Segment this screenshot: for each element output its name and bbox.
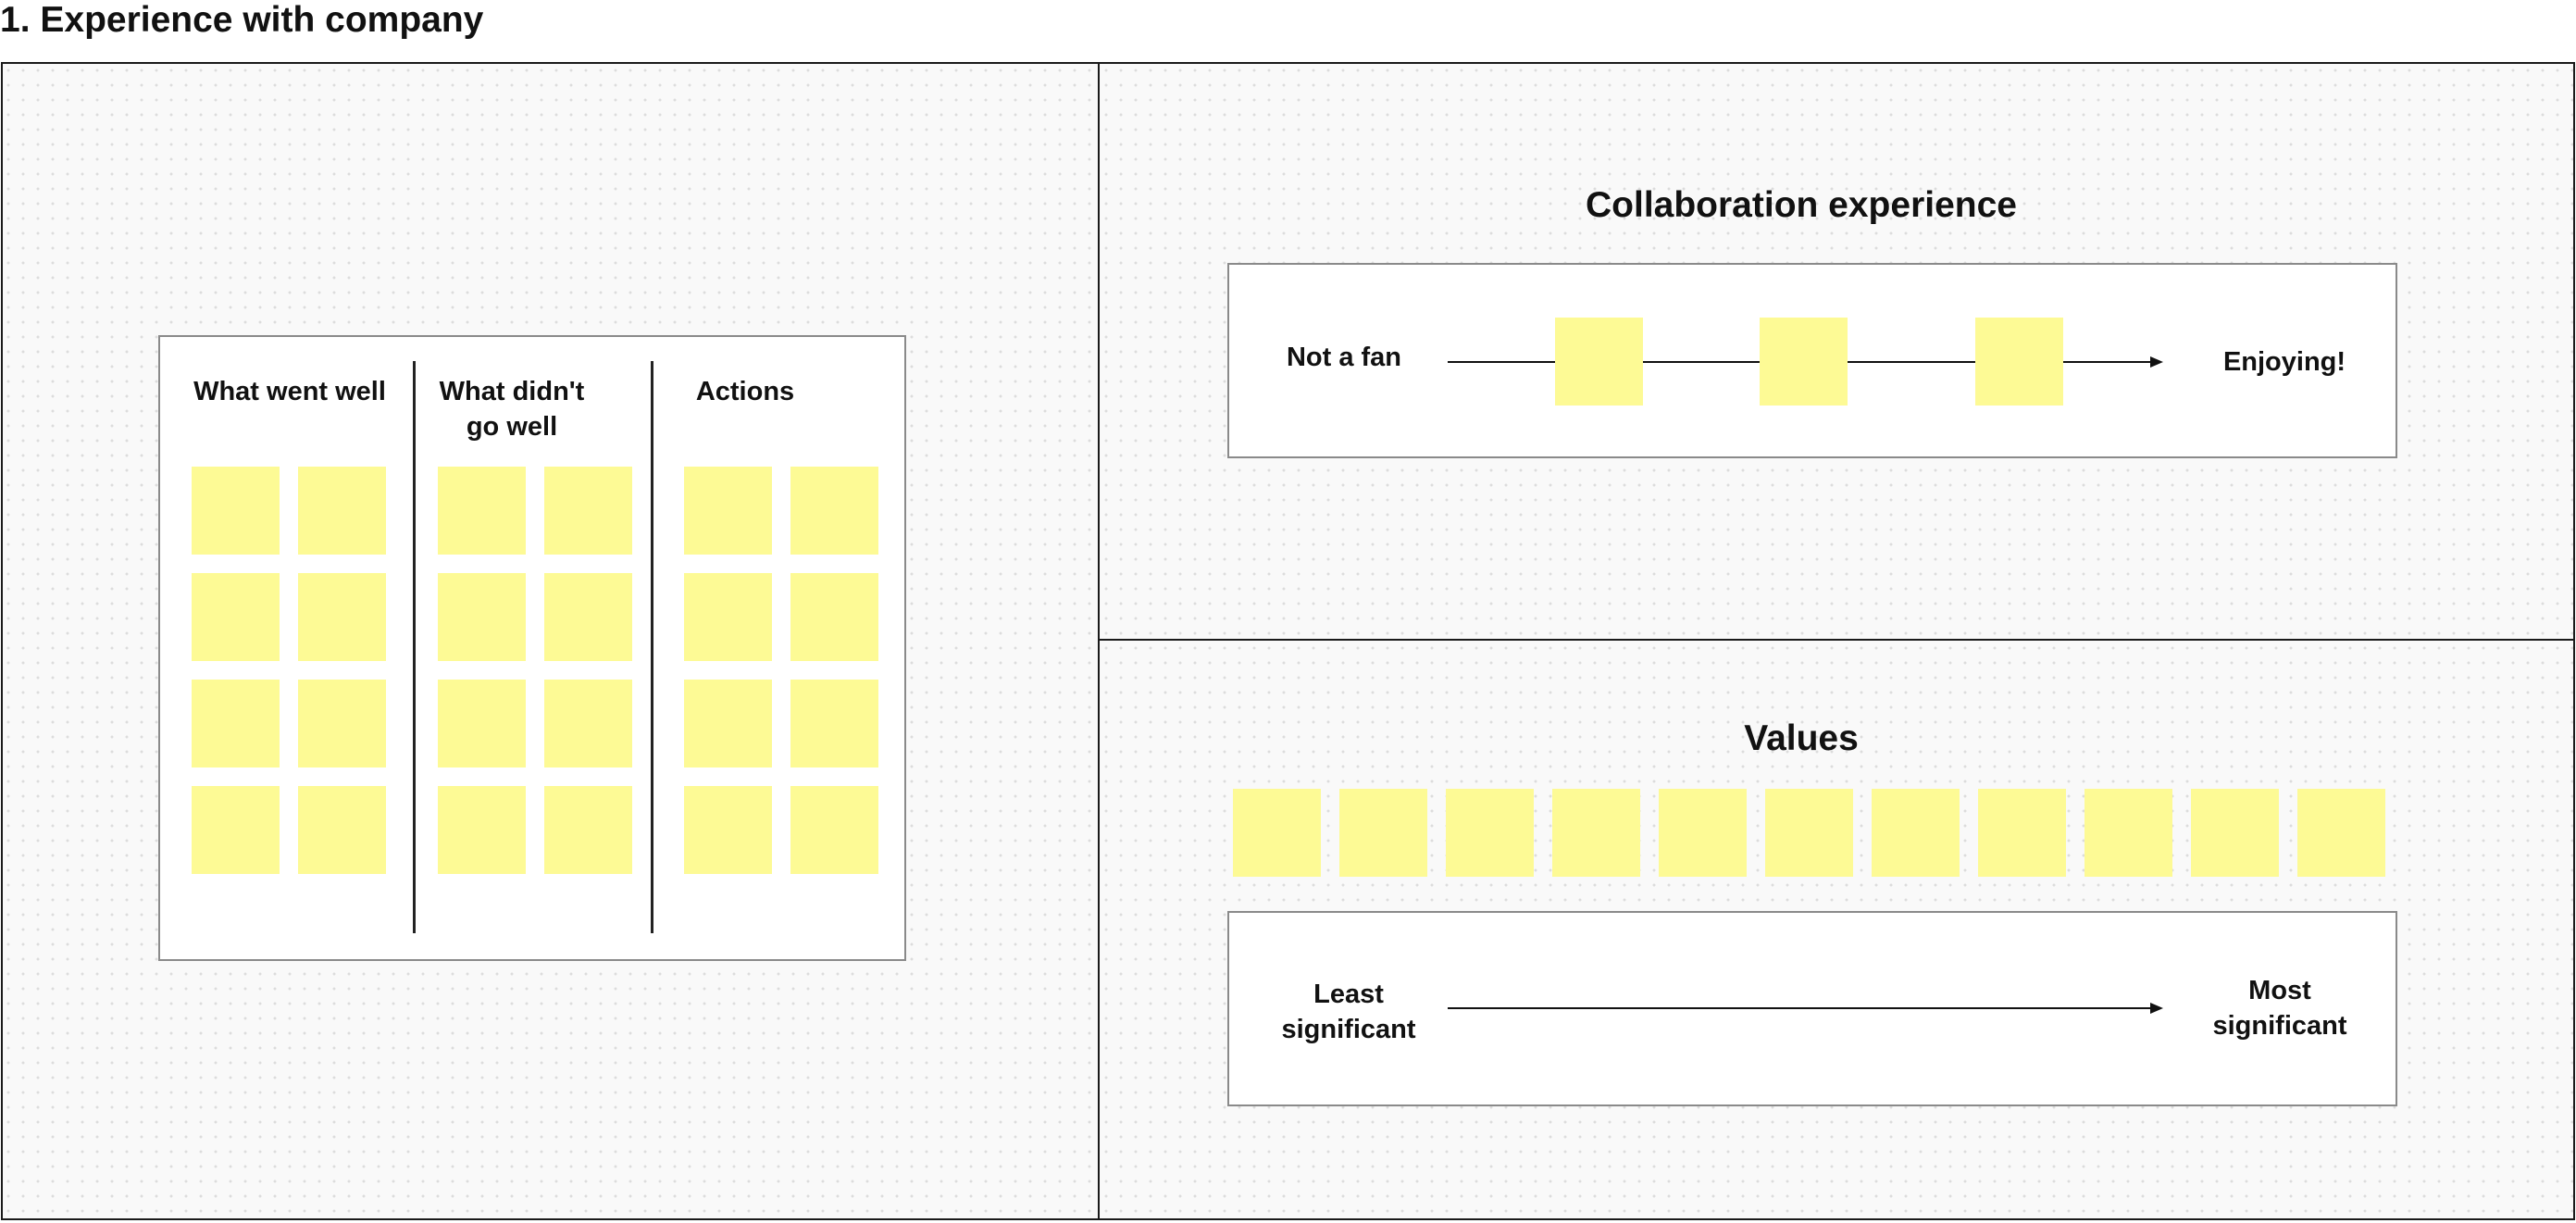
sticky-note[interactable] xyxy=(438,786,526,874)
sticky-note[interactable] xyxy=(684,680,772,767)
scale-axis xyxy=(1448,1007,2153,1009)
column-title-actions: Actions xyxy=(695,377,795,406)
collaboration-scale-card: Not a fan Enjoying! xyxy=(1227,263,2397,458)
column-title-didnt-go-well: What didn't go well xyxy=(439,377,585,442)
values-scale-card: Least significant Most significant xyxy=(1227,911,2397,1106)
sticky-note[interactable] xyxy=(192,786,280,874)
sticky-note[interactable] xyxy=(790,680,878,767)
arrow-head-icon xyxy=(2150,356,2163,368)
scale-right-label: Most significant xyxy=(2212,976,2347,1041)
column-separator xyxy=(413,361,416,933)
retro-board: What went well What didn't go well Actio… xyxy=(158,335,906,961)
scale-left-label: Least significant xyxy=(1281,980,1416,1044)
sticky-note[interactable] xyxy=(298,467,386,555)
sticky-note[interactable] xyxy=(544,573,632,661)
sticky-note[interactable] xyxy=(192,680,280,767)
sticky-note[interactable] xyxy=(1339,789,1427,877)
sticky-note[interactable] xyxy=(684,786,772,874)
column-separator xyxy=(651,361,653,933)
values-title: Values xyxy=(1744,718,1859,758)
sticky-note[interactable] xyxy=(1978,789,2066,877)
sticky-note[interactable] xyxy=(1765,789,1853,877)
sticky-note[interactable] xyxy=(1446,789,1534,877)
sticky-note[interactable] xyxy=(684,467,772,555)
sticky-note[interactable] xyxy=(298,680,386,767)
sticky-note[interactable] xyxy=(2191,789,2279,877)
sticky-note[interactable] xyxy=(2297,789,2385,877)
sticky-note[interactable] xyxy=(438,573,526,661)
sticky-note[interactable] xyxy=(1872,789,1960,877)
sticky-note[interactable] xyxy=(544,467,632,555)
sticky-note[interactable] xyxy=(684,573,772,661)
collaboration-title: Collaboration experience xyxy=(1586,185,2017,225)
panel-divider-vertical xyxy=(1098,62,1100,1220)
sticky-note[interactable] xyxy=(790,573,878,661)
scale-left-label: Not a fan xyxy=(1286,343,1402,372)
scale-right-label: Enjoying! xyxy=(2222,347,2346,377)
sticky-note[interactable] xyxy=(544,786,632,874)
sticky-note[interactable] xyxy=(1975,318,2063,406)
sticky-note[interactable] xyxy=(192,467,280,555)
sticky-note[interactable] xyxy=(790,786,878,874)
sticky-note[interactable] xyxy=(1233,789,1321,877)
frame-title: 1. Experience with company xyxy=(0,0,484,40)
sticky-note[interactable] xyxy=(2084,789,2172,877)
sticky-note[interactable] xyxy=(1659,789,1747,877)
sticky-note[interactable] xyxy=(298,786,386,874)
sticky-note[interactable] xyxy=(192,573,280,661)
sticky-note[interactable] xyxy=(438,467,526,555)
column-title-went-well: What went well xyxy=(193,377,386,406)
sticky-note[interactable] xyxy=(790,467,878,555)
sticky-note[interactable] xyxy=(1760,318,1848,406)
sticky-note[interactable] xyxy=(1552,789,1640,877)
sticky-note[interactable] xyxy=(1555,318,1643,406)
sticky-note[interactable] xyxy=(438,680,526,767)
sticky-note[interactable] xyxy=(544,680,632,767)
arrow-head-icon xyxy=(2150,1003,2163,1014)
panel-divider-horizontal xyxy=(1098,639,2575,641)
sticky-note[interactable] xyxy=(298,573,386,661)
